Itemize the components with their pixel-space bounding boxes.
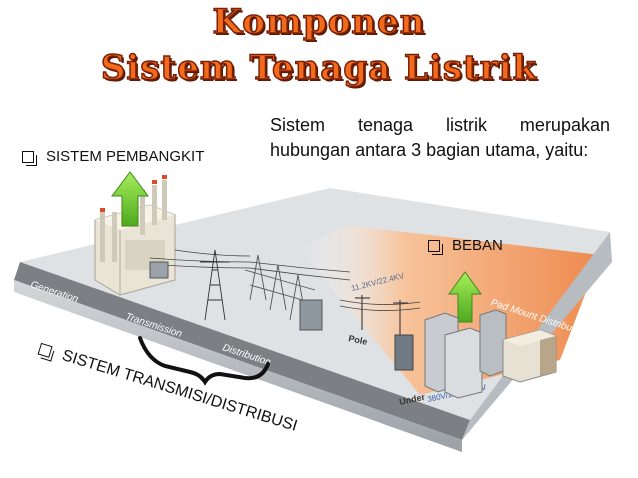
- bullet-load: BEBAN: [428, 237, 503, 255]
- title-line-1: Komponen: [212, 1, 426, 43]
- bullet-generation-label: SISTEM PEMBANGKIT: [46, 148, 205, 165]
- transmission-tower: [200, 249, 230, 321]
- pole: [355, 295, 408, 335]
- bullet-generation: SISTEM PEMBANGKIT: [22, 148, 205, 166]
- pad-transformer: [394, 334, 414, 371]
- checkbox-bullet-icon: [37, 342, 53, 358]
- transmission-brace: [138, 336, 270, 386]
- diagram-label-pole: Pole: [348, 333, 369, 347]
- checkbox-bullet-icon: [22, 150, 37, 166]
- bullet-load-label: BEBAN: [452, 237, 503, 254]
- generation-arrow-icon: [111, 171, 149, 227]
- platform-bottom: [14, 280, 462, 452]
- checkbox-bullet-icon: [428, 239, 443, 255]
- intro-text: Sistem tenaga listrik merupakan hubungan…: [270, 115, 610, 160]
- transformer-box: [149, 261, 169, 279]
- load-buildings: [424, 309, 557, 399]
- substation-transformer: [299, 299, 323, 331]
- load-arrow-icon: [448, 271, 482, 323]
- platform-band: [14, 262, 470, 440]
- title-line-2: Sistem Tenaga Listrik: [100, 47, 538, 89]
